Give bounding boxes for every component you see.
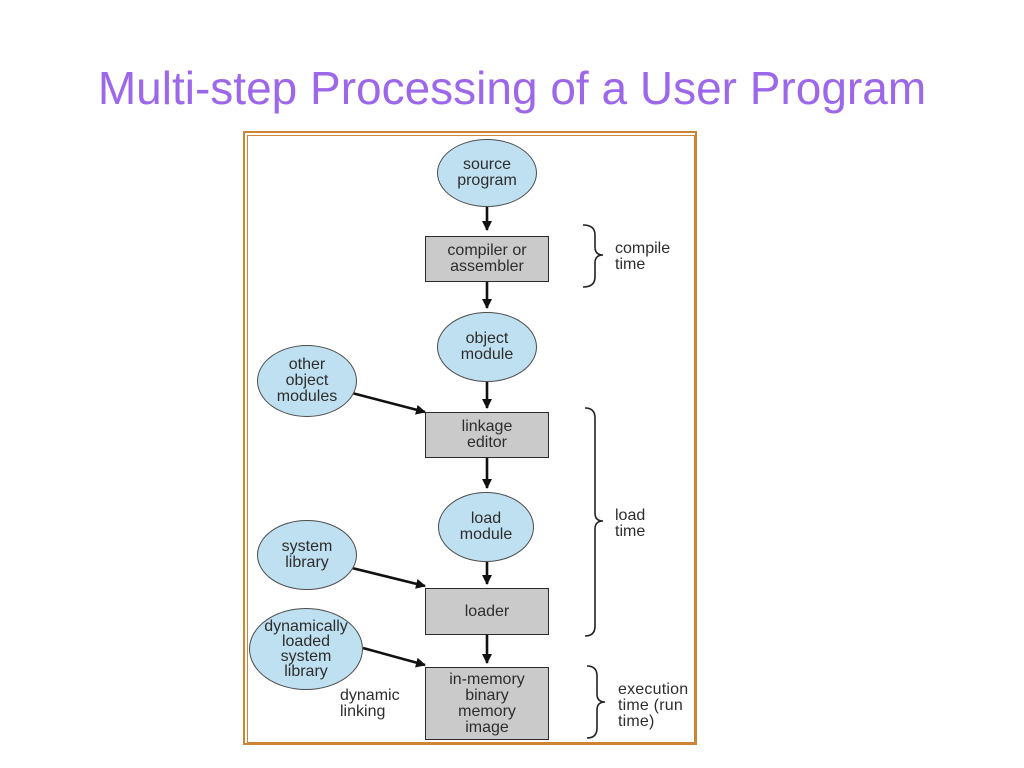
diagram-canvas: source program compiler or assembler obj… bbox=[247, 135, 695, 743]
node-dynamically-loaded-system-library: dynamically loaded system library bbox=[249, 608, 363, 690]
diagram-frame: source program compiler or assembler obj… bbox=[243, 131, 697, 745]
arrow-otherobjects-to-linkage bbox=[351, 391, 426, 415]
node-load-module-label: load module bbox=[459, 510, 513, 543]
load-time-label: load time bbox=[615, 507, 646, 540]
brace-compile-time bbox=[582, 224, 604, 288]
brace-execution-time bbox=[586, 665, 606, 739]
brace-load-time bbox=[584, 407, 604, 637]
node-source-program-label: source program bbox=[457, 156, 517, 189]
node-linkage-editor: linkage editor bbox=[425, 412, 549, 458]
node-compiler-or-assembler-label: compiler or assembler bbox=[447, 242, 527, 275]
node-source-program: source program bbox=[437, 139, 537, 207]
node-loader-label: loader bbox=[464, 602, 510, 620]
dynamic-linking-label: dynamic linking bbox=[340, 687, 400, 720]
execution-time-label: execution time (run time) bbox=[618, 681, 689, 730]
arrow-systemlibrary-to-loader bbox=[351, 566, 426, 589]
slide-title: Multi-step Processing of a User Program bbox=[97, 62, 927, 114]
node-other-object-modules: other object modules bbox=[257, 345, 357, 417]
node-loader: loader bbox=[425, 588, 549, 635]
stage-braces bbox=[582, 224, 606, 739]
arrow-dynlibrary-to-memoryimage bbox=[362, 646, 426, 668]
node-object-module: object module bbox=[437, 312, 537, 382]
compile-time-label: compile time bbox=[615, 240, 671, 273]
node-dynamically-loaded-system-library-label: dynamically loaded system library bbox=[264, 618, 348, 680]
node-load-module: load module bbox=[438, 492, 534, 562]
node-object-module-label: object module bbox=[460, 330, 514, 363]
node-in-memory-binary-memory-image: in-memory binary memory image bbox=[425, 667, 549, 740]
node-system-library-label: system library bbox=[281, 538, 333, 571]
node-other-object-modules-label: other object modules bbox=[276, 356, 338, 405]
node-linkage-editor-label: linkage editor bbox=[461, 418, 513, 451]
node-in-memory-binary-memory-image-label: in-memory binary memory image bbox=[449, 670, 525, 736]
node-system-library: system library bbox=[257, 520, 357, 590]
node-compiler-or-assembler: compiler or assembler bbox=[425, 236, 549, 282]
